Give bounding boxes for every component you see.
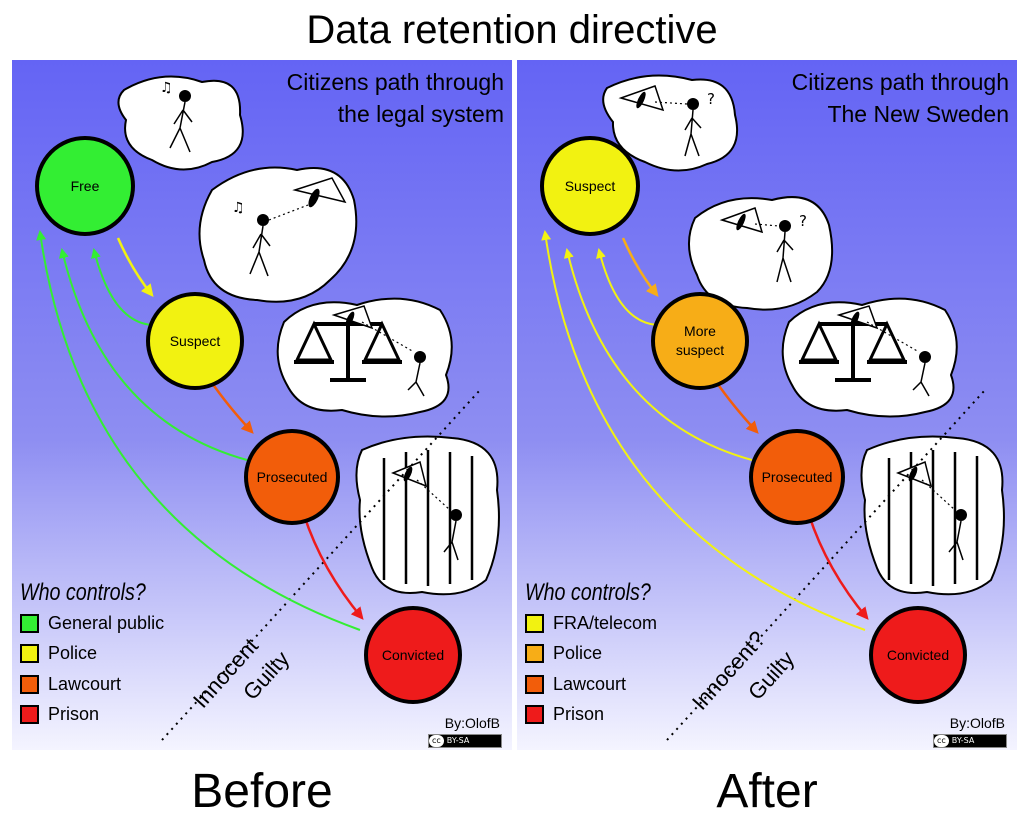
legend-label: Police xyxy=(553,643,603,664)
arrow-suspect-to-free xyxy=(91,248,153,326)
legend-item: FRA/telecom xyxy=(525,608,678,639)
legend-item: Lawcourt xyxy=(20,669,173,700)
panel-heading: Citizens path through the legal system xyxy=(287,66,504,130)
legend-label: Prison xyxy=(553,704,605,725)
cloud-questioning-person: ? xyxy=(602,74,739,172)
legend-label: Prison xyxy=(48,704,100,725)
legend-label: Police xyxy=(48,643,98,664)
node-free: Free xyxy=(35,136,135,236)
svg-text:♫: ♫ xyxy=(160,80,173,96)
legend-swatch xyxy=(525,613,544,633)
arrow-suspect-to-more-suspect xyxy=(621,237,659,297)
arrow-convicted-to-suspect xyxy=(541,230,866,631)
svg-text:?: ? xyxy=(707,90,715,108)
node-suspect: Suspect xyxy=(540,136,640,236)
arrow-prosecuted-to-free xyxy=(58,248,248,461)
legend-swatch xyxy=(20,674,39,694)
arrow-convicted-to-free xyxy=(36,230,361,631)
cloud-watched-person: ♫ xyxy=(198,166,358,303)
legend-label: Lawcourt xyxy=(48,673,122,694)
cc-icon: cc xyxy=(934,735,949,747)
legend-swatch xyxy=(525,674,544,694)
cloud-scales xyxy=(781,297,958,418)
legend-swatch xyxy=(20,613,39,633)
svg-text:♫: ♫ xyxy=(232,200,245,216)
legend: Who controls? General public Police Lawc… xyxy=(20,578,173,730)
legend-label: FRA/telecom xyxy=(553,612,658,633)
legend-item: Lawcourt xyxy=(525,669,678,700)
panel-heading: Citizens path through The New Sweden xyxy=(792,66,1009,130)
cloud-watched-person: ? xyxy=(688,196,834,311)
cc-icon: cc xyxy=(429,735,444,747)
after-panel: ? ? xyxy=(517,60,1017,750)
node-more-suspect: More suspect xyxy=(651,292,749,390)
caption-after: After xyxy=(716,765,818,818)
legend-label: General public xyxy=(48,612,165,633)
caption-before: Before xyxy=(191,765,333,818)
node-convicted: Convicted xyxy=(364,606,462,704)
license-text: BY-SA xyxy=(446,736,470,745)
cloud-prison xyxy=(860,435,1005,596)
node-prosecuted: Prosecuted xyxy=(244,429,340,525)
arrow-prosecuted-to-convicted xyxy=(302,514,364,620)
arrow-prosecuted-to-convicted xyxy=(807,514,869,620)
legend-swatch xyxy=(20,705,39,725)
cloud-prison xyxy=(355,435,500,596)
legend-swatch xyxy=(525,644,544,664)
legend-label: Lawcourt xyxy=(553,673,627,694)
heading-line-1: Citizens path through xyxy=(286,69,504,95)
innocent-guilty-boundary xyxy=(161,389,481,741)
arrow-free-to-suspect xyxy=(116,237,154,297)
cloud-scales xyxy=(276,297,453,418)
node-convicted: Convicted xyxy=(869,606,967,704)
page-title: Data retention directive xyxy=(306,8,718,52)
legend-item: Prison xyxy=(20,700,173,731)
legend-item: Prison xyxy=(525,700,678,731)
license-text: BY-SA xyxy=(951,736,975,745)
author-credit: By:OlofB xyxy=(949,715,1005,731)
legend-item: Police xyxy=(20,639,173,670)
heading-line-2: The New Sweden xyxy=(827,101,1009,127)
before-panel: ♫ ♫ xyxy=(12,60,512,750)
legend-item: General public xyxy=(20,608,173,639)
before-diagram: ♫ ♫ xyxy=(12,60,512,750)
heading-line-1: Citizens path through xyxy=(791,69,1009,95)
legend-title: Who controls? xyxy=(525,579,651,606)
legend-title: Who controls? xyxy=(20,579,146,606)
svg-text:?: ? xyxy=(799,212,807,230)
arrow-prosecuted-to-suspect xyxy=(563,248,753,461)
node-prosecuted: Prosecuted xyxy=(749,429,845,525)
legend-swatch xyxy=(525,705,544,725)
legend: Who controls? FRA/telecom Police Lawcour… xyxy=(525,578,678,730)
node-suspect: Suspect xyxy=(146,292,244,390)
legend-swatch xyxy=(20,644,39,664)
author-credit: By:OlofB xyxy=(444,715,500,731)
legend-item: Police xyxy=(525,639,678,670)
innocent-guilty-boundary xyxy=(666,389,986,741)
heading-line-2: the legal system xyxy=(337,101,504,127)
cloud-walking-person: ♫ xyxy=(117,75,244,171)
arrow-more-suspect-to-suspect xyxy=(596,248,658,326)
